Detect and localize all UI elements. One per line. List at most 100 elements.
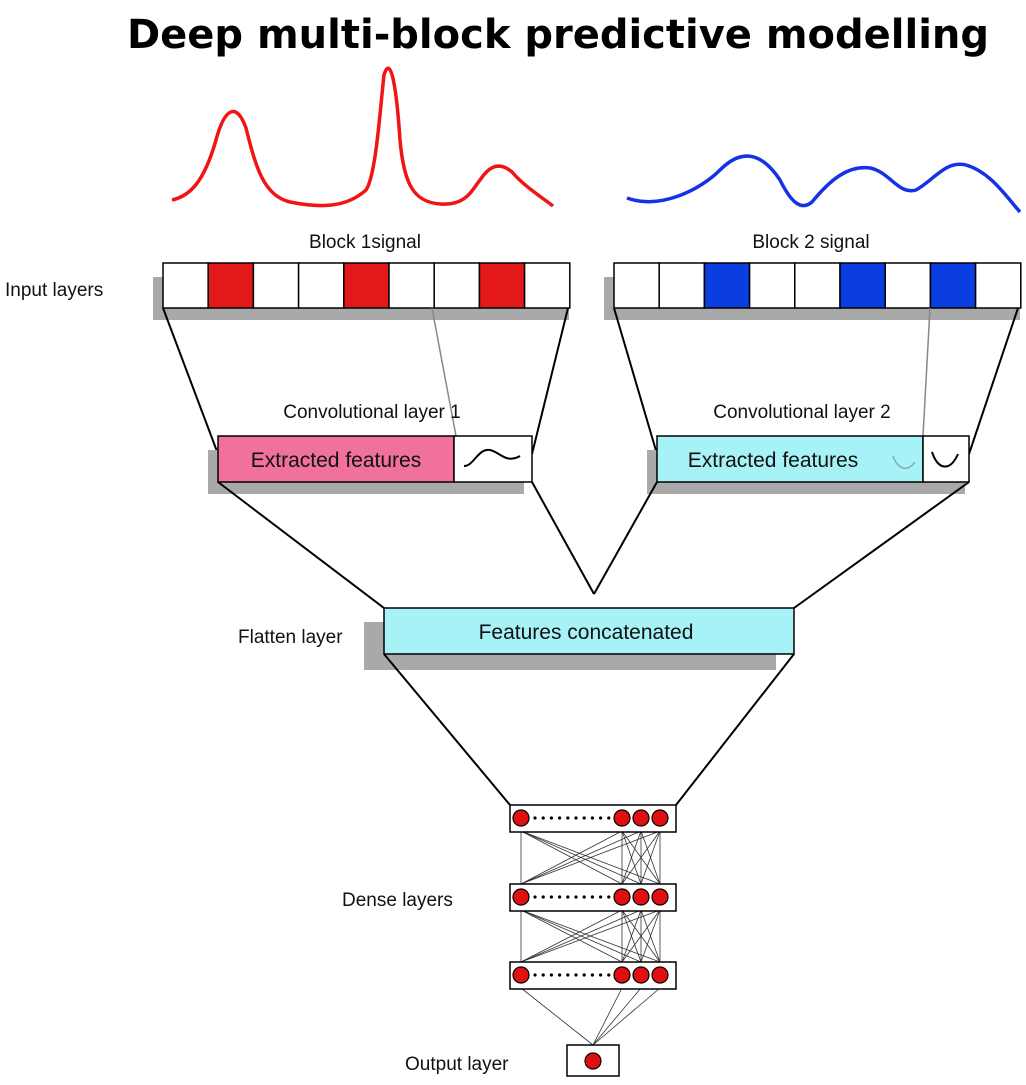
- dense-connection: [520, 830, 661, 885]
- block2-signal-curve: [626, 154, 1022, 214]
- kernel-2-box: [922, 435, 970, 483]
- ellipsis-dot: [574, 895, 578, 899]
- connector-line: [593, 481, 658, 595]
- block2-signal-label: Block 2 signal: [752, 232, 869, 253]
- ellipsis-dot: [582, 816, 586, 820]
- ellipsis-dot: [558, 816, 562, 820]
- neuron: [613, 966, 631, 984]
- neuron: [632, 888, 650, 906]
- ellipsis-dot: [574, 816, 578, 820]
- ellipsis-dot: [533, 973, 537, 977]
- connector-line: [383, 653, 511, 806]
- input-cell: [613, 262, 660, 309]
- neuron: [651, 809, 669, 827]
- ellipsis-dot: [574, 973, 578, 977]
- neuron: [613, 809, 631, 827]
- input-cell: [162, 262, 209, 309]
- output-connection: [520, 987, 594, 1046]
- output-neuron: [584, 1052, 602, 1070]
- kernel-2-wave-icon: [931, 451, 959, 468]
- ellipsis-dot: [590, 816, 595, 820]
- input-cell: [297, 262, 345, 309]
- neuron: [632, 809, 650, 827]
- input-cell-active: [929, 262, 977, 309]
- features-concatenated-label: Features concatenated: [479, 621, 694, 644]
- ellipsis-dot: [607, 973, 611, 977]
- ellipsis-dot: [533, 895, 537, 899]
- kernel-1-wave-icon: [463, 448, 521, 467]
- dense-layers-label: Dense layers: [342, 890, 453, 911]
- features-concatenated-box: [383, 607, 795, 655]
- ellipsis-dot: [590, 895, 595, 899]
- neuron: [651, 888, 669, 906]
- connector-line: [675, 653, 795, 806]
- funnel-line: [531, 307, 569, 455]
- flatten-layer-label: Flatten layer: [238, 627, 343, 648]
- ellipsis-dot: [607, 895, 611, 899]
- ellipsis-dot: [607, 816, 611, 820]
- input-cell: [388, 262, 435, 309]
- input-cell-active: [207, 262, 255, 309]
- ellipsis-dot: [599, 816, 603, 820]
- block1-signal-label: Block 1signal: [309, 232, 421, 253]
- block1-signal-curve: [171, 66, 555, 208]
- funnel-line: [613, 307, 658, 455]
- ellipsis-dot: [541, 816, 545, 820]
- funnel-line: [162, 307, 219, 455]
- filter-line: [431, 307, 457, 437]
- output-connection: [592, 987, 661, 1046]
- output-layer-label: Output layer: [405, 1054, 509, 1075]
- ellipsis-dot: [533, 816, 537, 820]
- input-cell: [794, 262, 841, 309]
- ellipsis-dot: [599, 895, 603, 899]
- connector-line: [793, 481, 970, 609]
- neuron: [512, 888, 530, 906]
- dense-connection: [520, 909, 661, 963]
- input-block1: [162, 262, 571, 309]
- ellipsis-dot: [549, 816, 554, 820]
- input-cell: [433, 262, 481, 309]
- ellipsis-dot: [558, 895, 562, 899]
- faded-wave-icon: [892, 455, 916, 469]
- input-cell: [974, 262, 1022, 309]
- neuron: [632, 966, 650, 984]
- dense-layers: [509, 804, 677, 990]
- extracted-features-2-label: Extracted features: [688, 449, 858, 472]
- ellipsis-dot: [566, 895, 570, 899]
- neuron: [613, 888, 631, 906]
- filter-line: [922, 307, 931, 437]
- dense-connection: [621, 909, 661, 963]
- dense-connection: [621, 830, 661, 885]
- dense-connection: [520, 830, 623, 885]
- dense-connection: [520, 830, 642, 885]
- ellipsis-dot: [599, 973, 603, 977]
- input-cell: [748, 262, 796, 309]
- ellipsis-dot: [582, 973, 586, 977]
- input-cell: [658, 262, 706, 309]
- conv-layer-1-label: Convolutional layer 1: [283, 402, 460, 423]
- diagram-title: Deep multi-block predictive modelling: [127, 12, 989, 58]
- neuron: [651, 966, 669, 984]
- extracted-features-1-label: Extracted features: [251, 449, 421, 472]
- input-cell: [884, 262, 932, 309]
- kernel-1-box: [453, 435, 533, 483]
- output-connection: [592, 987, 623, 1046]
- ellipsis-dot: [582, 895, 586, 899]
- dense-connection: [640, 909, 661, 963]
- input-cell-active: [703, 262, 751, 309]
- dense-connection: [520, 909, 642, 963]
- dense-connections: [520, 830, 661, 1046]
- input-block2: [613, 262, 1022, 309]
- neuron: [512, 809, 530, 827]
- input-cell-active: [343, 262, 390, 309]
- input-cell: [252, 262, 300, 309]
- input-cell: [523, 262, 571, 309]
- input-cell-active: [478, 262, 526, 309]
- output-connection: [592, 987, 642, 1046]
- ellipsis-dot: [541, 973, 545, 977]
- input-layers-label: Input layers: [5, 280, 103, 301]
- dense-connection: [520, 909, 623, 963]
- neuron: [512, 966, 530, 984]
- funnel-line: [968, 307, 1019, 455]
- ellipsis-dot: [566, 816, 570, 820]
